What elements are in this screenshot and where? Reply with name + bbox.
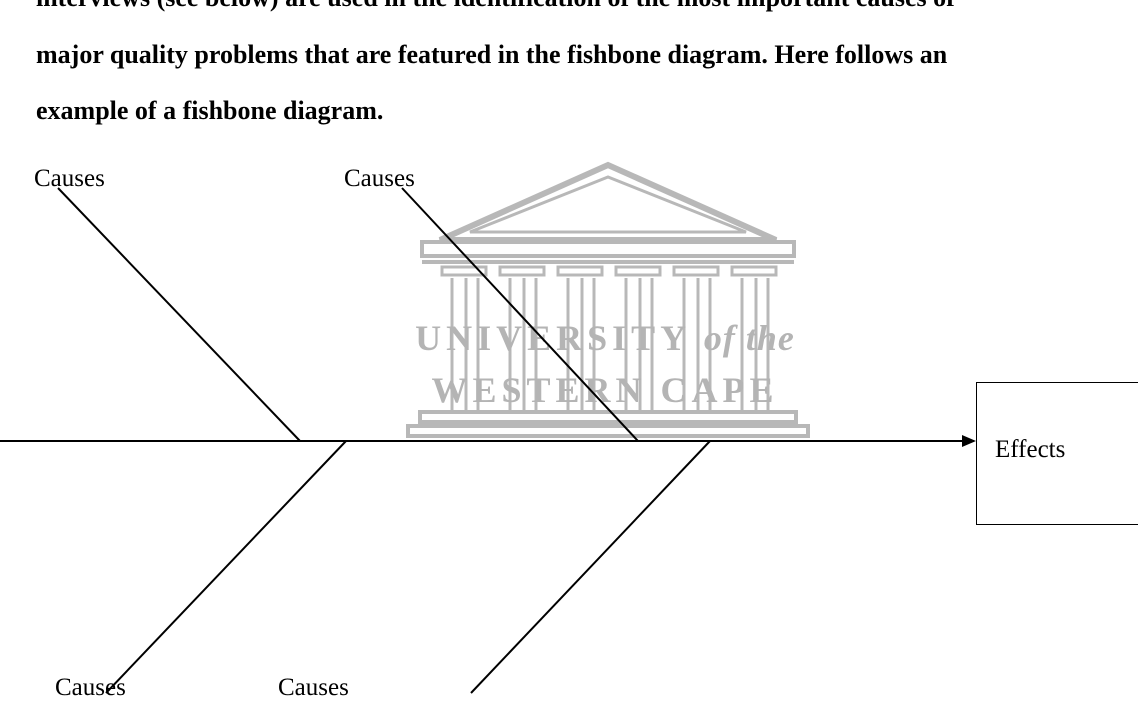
cause-label-bottom-left: Causes (55, 674, 126, 701)
paragraph-line-2: major quality problems that are featured… (36, 40, 948, 69)
bone-top-mid (401, 187, 639, 442)
bone-bottom-mid (470, 440, 711, 694)
effects-box (976, 382, 1138, 525)
paragraph-line-1: interviews (see below) are used in the i… (36, 0, 955, 13)
effects-label: Effects (995, 436, 1066, 463)
bone-bottom-left (105, 440, 347, 694)
bone-top-left (57, 187, 301, 442)
cause-label-top-middle: Causes (344, 165, 415, 192)
cause-label-bottom-middle: Causes (278, 674, 349, 701)
cause-label-top-left: Causes (34, 165, 105, 192)
paragraph-line-3: example of a fishbone diagram. (36, 96, 384, 125)
